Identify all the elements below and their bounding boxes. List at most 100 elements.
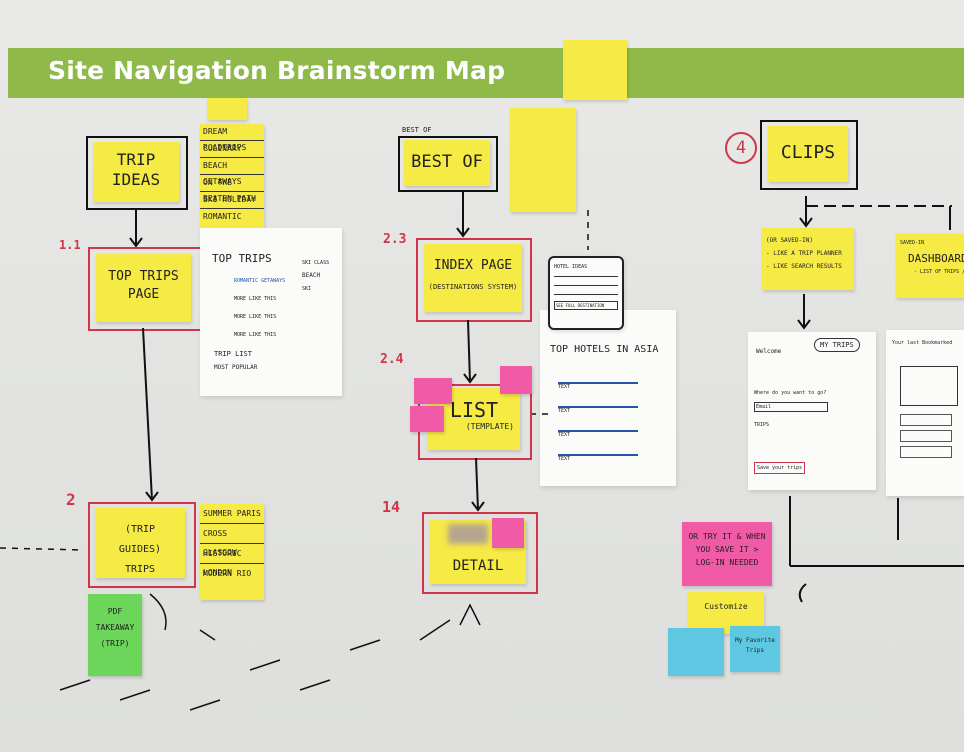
number-label-1-1: 1.1 xyxy=(59,238,81,252)
dashboard-note: SAVED-IN DASHBOARD - LIST OF TRIPS / xyxy=(896,234,964,298)
top-trips-item: ROMANTIC GETAWAYS xyxy=(234,278,286,284)
top-trips-footer: TRIP LIST xyxy=(214,350,252,358)
clips-option: - LIKE SEARCH RESULTS xyxy=(766,263,842,270)
pink-note xyxy=(410,406,444,432)
category-item: BEACH GETAWAYS xyxy=(200,158,264,186)
pink-note xyxy=(414,378,452,404)
trip-guides-note: (TRIP GUIDES) TRIPS xyxy=(95,508,185,578)
destination-item: MODERN RIO xyxy=(203,569,252,578)
destination-item: CROSS GLASGOW xyxy=(200,524,264,557)
trips-section-label: TRIPS xyxy=(754,422,770,428)
top-trips-card-title: TOP TRIPS xyxy=(212,252,272,265)
category-item: ROMANTIC xyxy=(203,212,242,221)
category-item: ON THE BEATEN PATH xyxy=(200,175,264,203)
blurred-thumbnail xyxy=(448,524,488,544)
destination-item: HISTORIC LONDON xyxy=(200,544,264,577)
or-try-note: OR TRY IT & WHEN YOU SAVE IT > LOG-IN NE… xyxy=(682,522,772,586)
best-of-label: BEST OF xyxy=(411,152,483,172)
detail-label: DETAIL xyxy=(452,558,504,574)
detail-note: DETAIL xyxy=(430,520,526,584)
pink-note xyxy=(500,366,532,394)
hotel-ideas-bubble: HOTEL IDEAS SEE FULL DESTINATION xyxy=(548,256,624,330)
email-field: Email xyxy=(754,402,828,412)
index-page-note: INDEX PAGE (DESTINATIONS SYSTEM) xyxy=(424,244,522,312)
best-of-frame xyxy=(398,136,498,192)
number-label-14: 14 xyxy=(382,498,401,516)
list-label: LIST xyxy=(449,398,499,422)
clips-label: CLIPS xyxy=(780,142,836,163)
page-title: Site Navigation Brainstorm Map xyxy=(48,56,506,85)
hotel-row: TEXT xyxy=(558,430,638,438)
dashboard-saved-label: SAVED-IN xyxy=(900,240,925,246)
trip-ideas-categories-note: DREAM ROADTRIPS CULINARY BEACH GETAWAYS … xyxy=(200,124,264,228)
top-trips-item: MORE LIKE THIS xyxy=(234,332,277,338)
category-item: SKI HOLIDAY xyxy=(200,192,264,209)
index-page-frame xyxy=(416,238,532,322)
hotel-ideas-line xyxy=(554,276,618,277)
pdf-takeaway-note: PDF TAKEAWAY (TRIP) xyxy=(88,594,142,676)
clips-frame xyxy=(760,120,858,190)
blue-note-favorites: My Favorite Trips xyxy=(730,626,780,672)
pdf-takeaway-label: PDF TAKEAWAY (TRIP) xyxy=(95,607,135,648)
number-label-2-3: 2.3 xyxy=(383,232,407,247)
hotel-ideas-line xyxy=(554,285,618,286)
field-placeholder xyxy=(900,446,952,458)
favorite-trips-label: My Favorite Trips xyxy=(735,637,775,654)
index-page-label: INDEX PAGE xyxy=(433,258,513,273)
trip-guides-destinations-note: SUMMER PARIS CROSS GLASGOW HISTORIC LOND… xyxy=(200,504,264,600)
welcome-label: Welcome xyxy=(756,348,782,355)
top-trips-item: MORE LIKE THIS xyxy=(234,296,277,302)
hotel-ideas-title: HOTEL IDEAS xyxy=(554,264,588,270)
top-hotels-title: TOP HOTELS IN ASIA xyxy=(550,344,659,355)
list-sublabel: (TEMPLATE) xyxy=(465,422,514,431)
sticky-note-above-trip-ideas xyxy=(207,98,247,120)
trip-guides-frame xyxy=(88,502,196,588)
top-trips-side-item: BEACH xyxy=(302,272,321,279)
number-label-2: 2 xyxy=(66,490,76,509)
top-trips-wireframe-card: TOP TRIPS ROMANTIC GETAWAYS MORE LIKE TH… xyxy=(200,228,342,396)
hotel-ideas-line xyxy=(554,294,618,295)
hotel-row: TEXT xyxy=(558,406,638,414)
sticky-note-top-partial xyxy=(563,40,627,100)
customize-label: Customize xyxy=(704,602,748,611)
best-of-small-label: BEST OF xyxy=(402,126,432,134)
hotel-row: TEXT xyxy=(558,454,638,462)
category-item: DREAM ROADTRIPS xyxy=(200,124,264,152)
my-trips-tab: MY TRIPS xyxy=(814,338,860,352)
number-label-4: 4 xyxy=(725,132,757,164)
top-trips-page-note: TOP TRIPS PAGE xyxy=(96,254,191,322)
index-page-sublabel: (DESTINATIONS SYSTEM) xyxy=(428,283,518,291)
top-trips-footer: MOST POPULAR xyxy=(214,364,258,371)
clips-option: (OR SAVED-IN) xyxy=(766,237,813,244)
hotel-row: TEXT xyxy=(558,382,638,390)
top-trips-item: MORE LIKE THIS xyxy=(234,314,277,320)
save-trips-button: Save your trips xyxy=(754,462,806,474)
pink-note xyxy=(492,518,524,548)
top-trips-side-item: SKI xyxy=(302,286,312,292)
clips-option: - LIKE A TRIP PLANNER xyxy=(766,250,842,257)
sticky-note-blank xyxy=(510,108,576,212)
clips-note: CLIPS xyxy=(768,126,848,182)
dashboard-wireframe-card: Your last Bookmarked xyxy=(886,330,964,496)
dashboard-sublabel: - LIST OF TRIPS / xyxy=(914,269,964,275)
last-bookmarked-label: Your last Bookmarked xyxy=(892,340,953,346)
number-label-2-4: 2.4 xyxy=(380,352,404,367)
my-trips-wireframe-card: Welcome MY TRIPS Where do you want to go… xyxy=(748,332,876,490)
field-placeholder xyxy=(900,430,952,442)
destination-item: SUMMER PARIS xyxy=(200,504,264,524)
trip-guides-label: (TRIP GUIDES) TRIPS xyxy=(118,524,162,575)
detail-frame xyxy=(422,512,538,594)
dashboard-label: DASHBOARD xyxy=(908,252,964,265)
top-trips-page-label: TOP TRIPS PAGE xyxy=(108,269,179,302)
trip-ideas-label: TRIP IDEAS xyxy=(111,150,161,189)
clips-options-note: (OR SAVED-IN) - LIKE A TRIP PLANNER - LI… xyxy=(762,228,854,290)
title-banner: Site Navigation Brainstorm Map xyxy=(8,48,964,98)
see-full-destination-button: SEE FULL DESTINATION xyxy=(554,301,618,310)
category-item: CULINARY xyxy=(200,141,264,158)
or-try-label: OR TRY IT & WHEN YOU SAVE IT > LOG-IN NE… xyxy=(688,532,766,567)
field-placeholder xyxy=(900,414,952,426)
blue-note xyxy=(668,628,724,676)
top-trips-side-item: SKI CLASS xyxy=(302,260,330,266)
